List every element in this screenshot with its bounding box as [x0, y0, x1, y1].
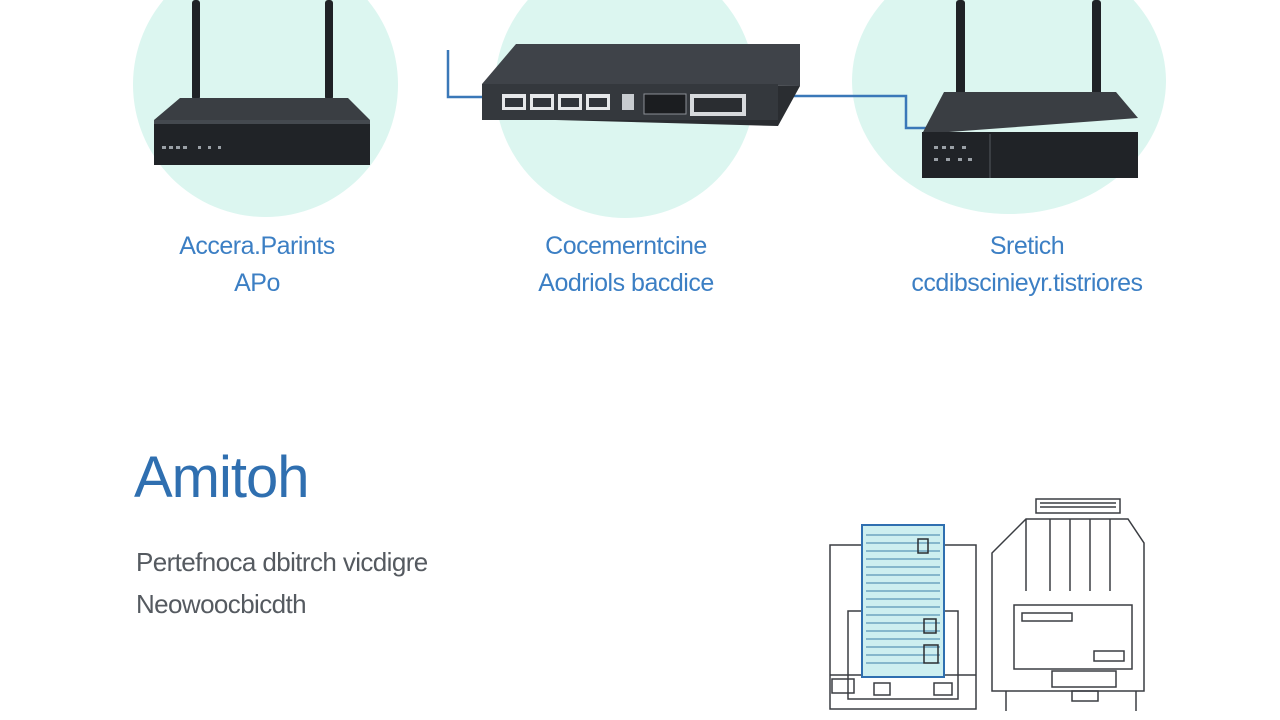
switch-title: Sretich: [989, 232, 1065, 260]
access-points-title: Accera.Parints: [179, 232, 335, 260]
switch-label: Sretich ccdibscinieyr.tistriores: [862, 228, 1192, 302]
core-subtitle: Aodriols bacdice: [538, 269, 714, 297]
equipment-line-diagram: [829, 498, 1145, 711]
section-description-line-2: Neowoocbicdth: [136, 589, 307, 619]
section-title: Amitoh: [134, 445, 310, 510]
switch-router: [922, 0, 1138, 178]
core-switch-device: [482, 44, 800, 126]
access-point-router: [154, 0, 370, 165]
highlighted-cabinet: [861, 524, 945, 678]
access-points-subtitle: APo: [234, 269, 280, 297]
core-title: Cocemerntcine: [545, 232, 707, 260]
access-points-label: Accera.Parints APo: [142, 228, 372, 302]
core-label: Cocemerntcine Aodriols bacdice: [486, 228, 766, 302]
section-description-line-1: Pertefnoca dbitrch vicdigre: [136, 547, 428, 577]
connector-lines: [446, 50, 926, 130]
switch-subtitle: ccdibscinieyr.tistriores: [911, 269, 1143, 297]
